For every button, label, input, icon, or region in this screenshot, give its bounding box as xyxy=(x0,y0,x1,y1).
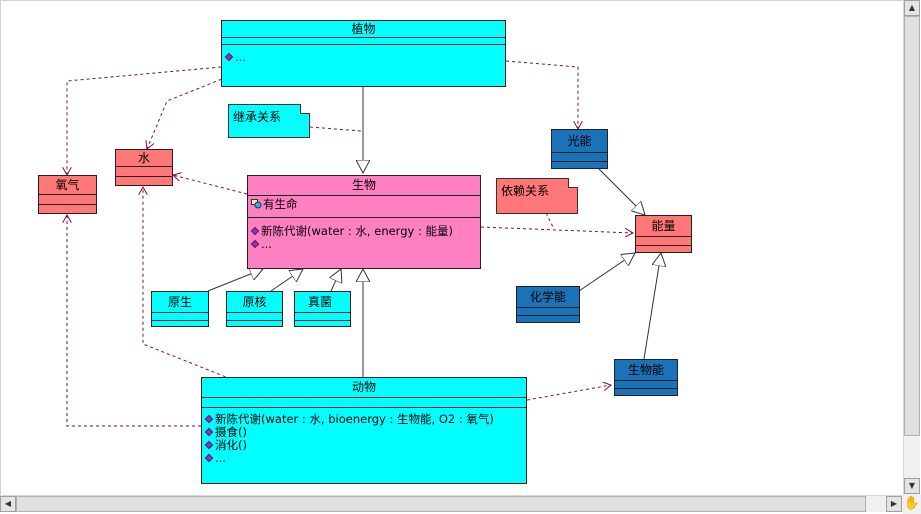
operation-item: ... xyxy=(222,51,505,64)
class-operations xyxy=(295,321,350,327)
gen-prokaryote-organism xyxy=(270,269,303,292)
class-operations xyxy=(39,205,96,213)
class-name: 真菌 xyxy=(295,292,350,313)
operation-icon xyxy=(204,414,214,424)
gen-light-energy xyxy=(598,168,645,215)
class-chemical-energy[interactable]: 化学能 xyxy=(516,286,580,323)
gen-bio-energy xyxy=(643,253,661,360)
attribute-item: 有生命 xyxy=(248,196,480,212)
dep-animal-oxygen xyxy=(67,215,201,427)
class-name: 植物 xyxy=(222,21,505,38)
class-bio-energy[interactable]: 生物能 xyxy=(614,359,678,396)
operation-item: ... xyxy=(248,238,480,251)
class-plant[interactable]: 植物 ... xyxy=(221,20,506,87)
scroll-down-button[interactable]: ▼ xyxy=(904,478,920,494)
class-light-energy[interactable]: 光能 xyxy=(551,129,608,169)
class-oxygen[interactable]: 氧气 xyxy=(38,175,97,214)
diagram-canvas[interactable]: 植物 ... 继承关系 水 氧气 生物 有生命 新陈代谢(water : 水, … xyxy=(0,0,904,496)
note-fold xyxy=(568,178,578,188)
operation-icon xyxy=(250,226,260,236)
class-name: 原生 xyxy=(152,292,208,313)
relationship-lines xyxy=(1,60,904,427)
class-name: 生物能 xyxy=(615,360,677,381)
operation-icon xyxy=(250,239,260,249)
class-attributes xyxy=(636,237,691,246)
class-protist[interactable]: 原生 xyxy=(151,291,209,327)
operation-icon xyxy=(204,427,214,437)
class-operations: 新陈代谢(water : 水, energy : 能量) ... xyxy=(248,218,480,251)
class-operations xyxy=(116,177,172,185)
note-text: 继承关系 xyxy=(233,110,282,124)
class-organism[interactable]: 生物 有生命 新陈代谢(water : 水, energy : 能量) ... xyxy=(247,175,481,269)
dep-plant-oxygen xyxy=(67,66,222,175)
operation-icon xyxy=(204,453,214,463)
gen-fungus-organism xyxy=(331,269,341,292)
gen-chemical-energy xyxy=(578,253,635,292)
class-attributes xyxy=(39,195,96,205)
dep-organism-water xyxy=(173,175,248,195)
note-dependency[interactable]: 依赖关系 xyxy=(496,178,578,214)
operation-item: ... xyxy=(202,452,526,465)
dep-organism-energy xyxy=(480,226,633,233)
class-name: 动物 xyxy=(202,378,526,398)
gen-protist-organism xyxy=(207,269,263,292)
class-attributes xyxy=(615,381,677,389)
class-operations: ... xyxy=(222,45,505,64)
scroll-up-button[interactable]: ▲ xyxy=(904,0,920,16)
vertical-scroll-thumb[interactable] xyxy=(904,16,920,436)
class-name: 原核 xyxy=(227,292,282,313)
class-operations xyxy=(517,316,579,323)
class-operations xyxy=(552,162,607,169)
operation-item: 新陈代谢(water : 水, bioenergy : 生物能, O2 : 氧气… xyxy=(202,413,526,426)
note-text: 依赖关系 xyxy=(501,184,550,198)
class-operations xyxy=(636,246,691,253)
scroll-right-button[interactable]: ▶ xyxy=(886,496,902,512)
operation-item: 消化() xyxy=(202,439,526,452)
class-operations xyxy=(227,321,282,327)
class-attributes xyxy=(202,398,526,408)
dep-note-inheritance xyxy=(309,126,362,132)
class-fungus[interactable]: 真菌 xyxy=(294,291,351,327)
class-prokaryote[interactable]: 原核 xyxy=(226,291,283,327)
dep-animal-bioenergy xyxy=(526,385,611,401)
class-attributes xyxy=(152,313,208,321)
note-inheritance[interactable]: 继承关系 xyxy=(228,104,310,138)
class-name: 能量 xyxy=(636,216,691,237)
dep-plant-light xyxy=(505,60,578,129)
class-name: 氧气 xyxy=(39,176,96,195)
class-attributes xyxy=(222,38,505,45)
class-attributes xyxy=(295,313,350,321)
dep-note-dependency xyxy=(545,212,554,228)
class-name: 水 xyxy=(116,150,172,167)
dep-animal-water xyxy=(143,187,232,380)
operation-icon xyxy=(204,440,214,450)
class-water[interactable]: 水 xyxy=(115,149,173,186)
hand-icon[interactable]: ✋ xyxy=(903,495,921,514)
class-operations xyxy=(152,321,208,327)
dep-plant-water xyxy=(147,76,228,149)
scroll-left-button[interactable]: ◀ xyxy=(0,496,16,512)
class-animal[interactable]: 动物 新陈代谢(water : 水, bioenergy : 生物能, O2 :… xyxy=(201,377,527,484)
class-attributes xyxy=(227,313,282,321)
horizontal-scrollbar[interactable]: ◀ ▶ xyxy=(0,495,903,512)
vertical-scrollbar[interactable]: ▲ ▼ xyxy=(903,0,920,495)
class-attributes xyxy=(116,167,172,177)
horizontal-scroll-thumb[interactable] xyxy=(16,496,866,512)
class-operations: 新陈代谢(water : 水, bioenergy : 生物能, O2 : 氧气… xyxy=(202,408,526,465)
class-name: 生物 xyxy=(248,176,480,196)
operation-item: 新陈代谢(water : 水, energy : 能量) xyxy=(248,225,480,238)
class-attributes: 有生命 xyxy=(248,196,480,218)
operation-item: 摄食() xyxy=(202,426,526,439)
class-attributes xyxy=(552,153,607,162)
class-attributes xyxy=(517,308,579,316)
class-name: 化学能 xyxy=(517,287,579,308)
attribute-icon xyxy=(251,199,262,209)
class-name: 光能 xyxy=(552,130,607,153)
note-fold xyxy=(300,104,310,114)
class-operations xyxy=(615,389,677,396)
class-energy[interactable]: 能量 xyxy=(635,215,692,253)
operation-icon xyxy=(224,52,234,62)
